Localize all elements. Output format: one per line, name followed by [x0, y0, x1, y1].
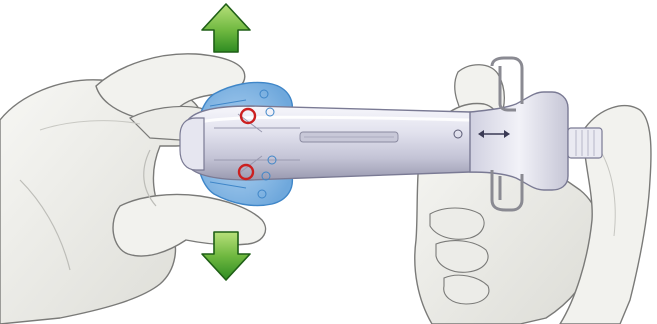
plunger-tip [568, 128, 602, 158]
arrow-up-icon [202, 4, 250, 52]
